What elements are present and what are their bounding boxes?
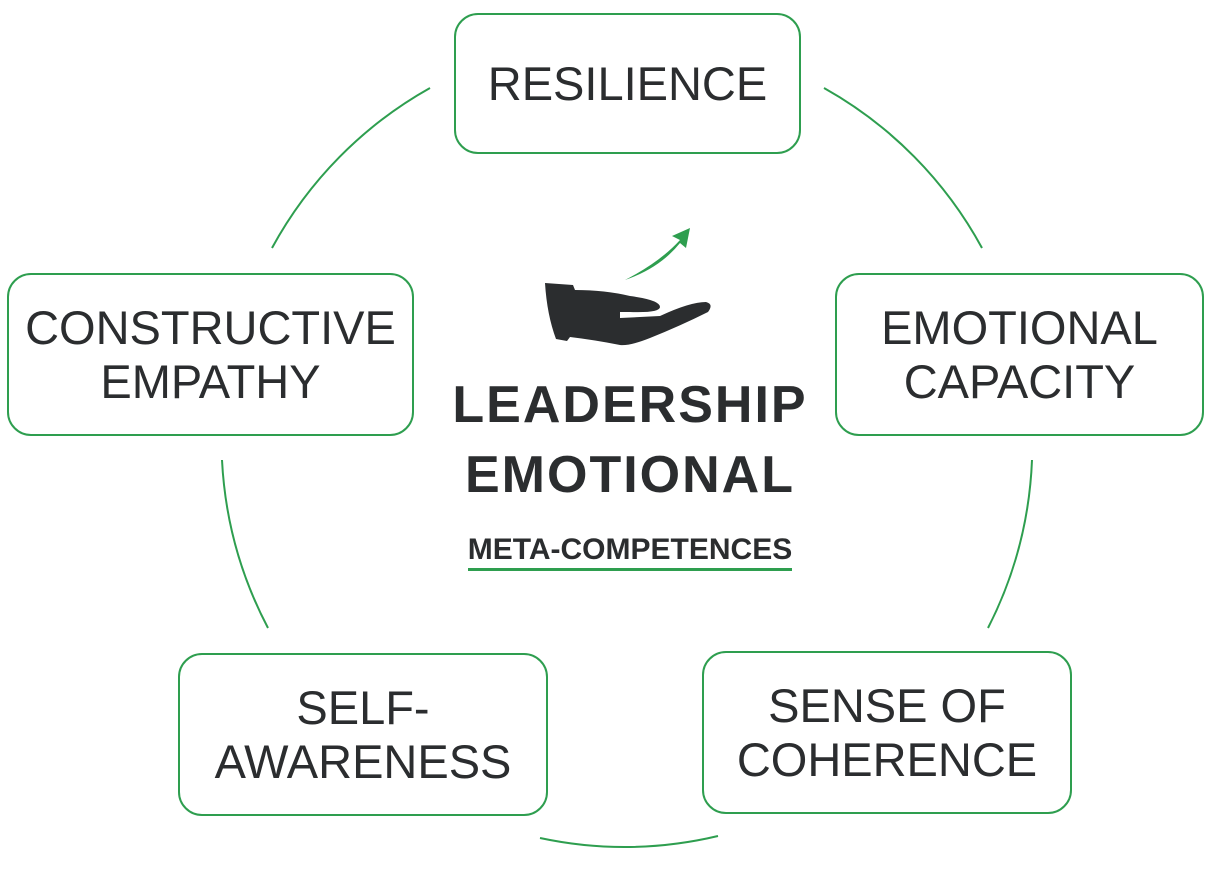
arc-connector: [271, 87, 431, 249]
arc-connector: [539, 835, 719, 848]
title-line-2: EMOTIONAL: [465, 446, 795, 504]
node-label: SELF-: [296, 680, 430, 734]
node-label: CAPACITY: [903, 354, 1136, 408]
node-label: RESILIENCE: [487, 56, 768, 110]
node-label: SENSE OF: [768, 678, 1006, 732]
arc-connector: [987, 459, 1033, 629]
node-label: COHERENCE: [736, 732, 1038, 786]
title-line-1: LEADERSHIP: [452, 376, 808, 434]
arc-connector: [823, 87, 983, 249]
node-resilience: RESILIENCE: [454, 13, 801, 154]
center-title-block: LEADERSHIP EMOTIONAL META-COMPETENCES: [440, 370, 820, 571]
hand-with-rising-arrow-icon: [545, 228, 711, 346]
node-self-awareness: SELF-AWARENESS: [178, 653, 548, 816]
arc-connector: [221, 459, 269, 629]
node-label: EMPATHY: [100, 354, 321, 408]
node-label: CONSTRUCTIVE: [25, 300, 396, 354]
subtitle: META-COMPETENCES: [467, 532, 793, 571]
node-label: EMOTIONAL: [881, 300, 1158, 354]
node-label: AWARENESS: [214, 734, 512, 788]
